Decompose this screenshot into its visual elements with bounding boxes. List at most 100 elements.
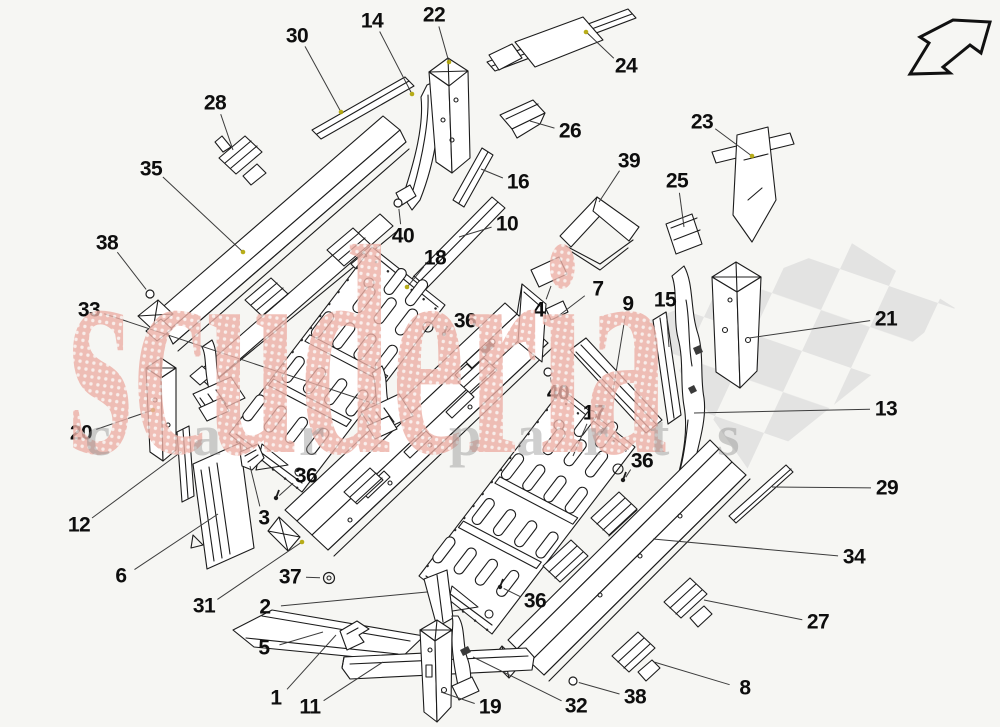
part-label-9: 9: [612, 293, 634, 392]
part-label-12: 12: [68, 451, 182, 537]
svg-text:34: 34: [843, 546, 866, 569]
part-label-15: 15: [654, 289, 677, 348]
svg-text:11: 11: [299, 696, 321, 719]
part-bracket-23: [711, 126, 795, 243]
svg-text:36: 36: [295, 465, 317, 488]
part-label-20: 20: [70, 407, 156, 445]
part-bracket-1: [339, 620, 370, 651]
svg-text:21: 21: [875, 308, 898, 331]
part-bracket-27: [663, 577, 713, 628]
svg-text:25: 25: [666, 170, 689, 193]
svg-text:38: 38: [96, 232, 119, 255]
part-label-7: 7: [556, 278, 604, 318]
part-label-10: 10: [458, 213, 519, 238]
svg-text:5: 5: [258, 637, 270, 660]
svg-text:15: 15: [654, 289, 677, 312]
part-label-8: 8: [653, 661, 752, 700]
svg-text:16: 16: [507, 171, 529, 194]
part-strip-29: [728, 464, 794, 524]
svg-text:6: 6: [115, 565, 126, 588]
part-label-40: 40: [543, 367, 570, 405]
svg-text:17: 17: [583, 402, 605, 425]
svg-text:40: 40: [547, 382, 569, 405]
part-clip-3: [239, 443, 265, 471]
part-label-3: 3: [249, 465, 270, 530]
part-label-16: 16: [480, 168, 530, 194]
part-label-31: 31: [193, 539, 305, 618]
svg-text:14: 14: [361, 10, 384, 33]
part-bracket-on-rail-a: [244, 277, 290, 317]
svg-text:26: 26: [559, 120, 581, 143]
part-pillar-32: [451, 615, 480, 701]
part-label-24: 24: [583, 29, 638, 78]
part-label-5: 5: [258, 631, 324, 660]
part-label-37: 37: [279, 566, 336, 589]
part-label-36: 36: [273, 465, 318, 501]
part-label-28: 28: [204, 92, 234, 151]
part-label-32: 32: [472, 656, 588, 718]
svg-text:3: 3: [258, 507, 269, 530]
svg-text:8: 8: [739, 677, 751, 700]
part-strip-12: [176, 425, 195, 503]
part-label-2: 2: [259, 591, 428, 619]
part-label-1: 1: [270, 634, 337, 710]
svg-text:12: 12: [68, 514, 90, 537]
part-label-35: 35: [140, 158, 246, 255]
svg-text:22: 22: [423, 4, 445, 27]
part-label-30: 30: [286, 25, 344, 115]
part-label-39: 39: [598, 150, 641, 203]
svg-text:40: 40: [392, 225, 414, 248]
part-column-21: [711, 261, 762, 389]
svg-text:7: 7: [592, 278, 603, 301]
part-strip-15: [652, 311, 682, 425]
tagline-letter: a: [192, 403, 221, 468]
part-label-18: 18: [404, 247, 447, 290]
part-sill-rail-34: [490, 439, 751, 682]
part-label-19: 19: [440, 691, 502, 719]
part-label-23: 23: [691, 111, 755, 159]
svg-text:33: 33: [78, 299, 100, 322]
svg-text:20: 20: [70, 422, 92, 445]
part-strip-30: [311, 76, 415, 140]
brand-watermark-text: scuderia: [68, 185, 668, 517]
part-label-29: 29: [771, 477, 899, 500]
svg-text:30: 30: [286, 25, 308, 48]
part-label-38: 38: [568, 676, 647, 709]
svg-text:39: 39: [618, 150, 640, 173]
tagline-letter: a: [516, 403, 545, 468]
part-label-36: 36: [620, 450, 654, 483]
svg-text:23: 23: [691, 111, 713, 134]
part-label-4: 4: [533, 285, 552, 322]
part-bracket-33-left: [192, 339, 246, 422]
part-label-36: 36: [497, 578, 547, 613]
svg-text:24: 24: [615, 55, 638, 78]
part-column-22: [428, 57, 471, 174]
part-bracket-28: [214, 135, 267, 186]
svg-text:36: 36: [524, 590, 546, 613]
part-label-27: 27: [703, 599, 830, 634]
svg-text:2: 2: [259, 596, 270, 619]
part-label-22: 22: [423, 4, 452, 65]
back-arrow-icon[interactable]: [907, 18, 992, 76]
svg-text:4: 4: [533, 299, 545, 322]
tagline-letter: p: [449, 403, 481, 468]
tagline-letter: s: [717, 403, 740, 468]
part-label-6: 6: [115, 513, 219, 588]
part-label-13: 13: [693, 398, 898, 421]
svg-text:38: 38: [624, 686, 647, 709]
part-column-20: [145, 357, 177, 462]
part-bracket-26: [499, 99, 546, 139]
part-label-38: 38: [96, 232, 155, 299]
svg-text:29: 29: [876, 477, 898, 500]
part-floor-panel-18: [228, 246, 446, 493]
part-bracket-25: [665, 213, 703, 255]
part-column-19: [419, 619, 453, 723]
part-label-33: 33: [78, 299, 376, 405]
part-bracket-33-center: [360, 365, 414, 440]
tagline-letter: c: [85, 403, 111, 468]
svg-text:35: 35: [140, 158, 163, 181]
